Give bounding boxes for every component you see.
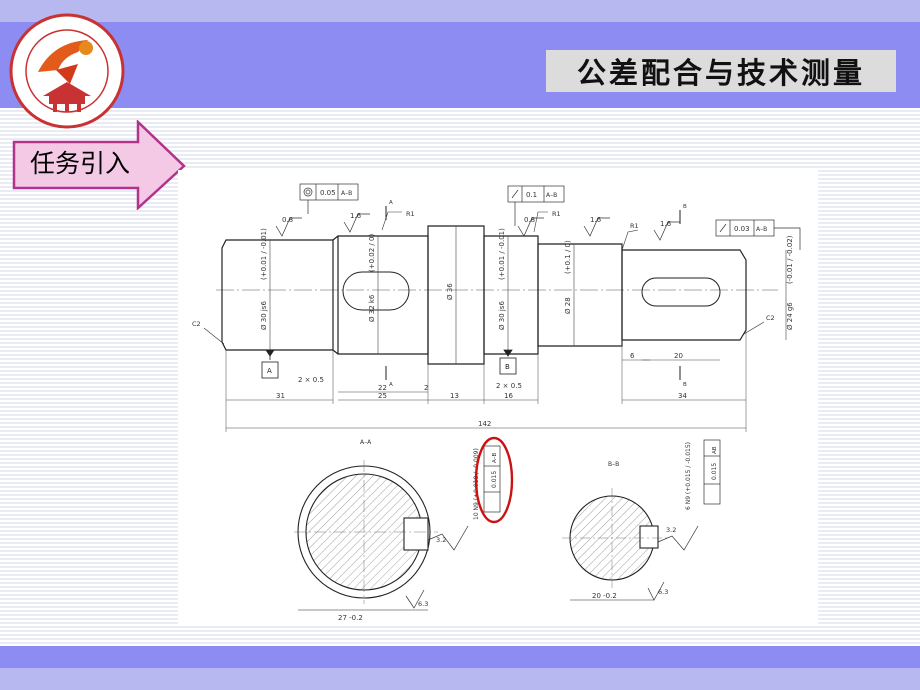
dim-tol-6: (-0.01 / -0.02)	[786, 235, 794, 284]
dim-len-34: 34	[678, 392, 687, 400]
radius-2: R1	[552, 210, 561, 218]
section-bb-width: 20 -0.2	[592, 592, 617, 600]
chamfer-2: C2	[766, 314, 775, 322]
dim-chamfer-2: 2 × 0.5	[496, 382, 522, 390]
frame-2-tol: 0.1	[526, 191, 537, 199]
roughness-symbols	[275, 213, 680, 241]
rough-3: 0.8	[524, 216, 535, 224]
dim-chamfer-1: 2 × 0.5	[298, 376, 324, 384]
frame-3-ref: A–B	[756, 226, 767, 233]
dim-diam-6: Ø 24 g6	[786, 302, 794, 330]
datum-a: A	[267, 367, 272, 375]
radius-3: R1	[630, 222, 639, 230]
tolerance-frame-2	[507, 185, 565, 226]
section-mark-b-top: B	[683, 204, 687, 210]
frame-4-tol: 0.015	[491, 471, 498, 488]
dim-tol-1: (+0.01 / -0.01)	[260, 228, 268, 280]
section-bb-title: B–B	[608, 461, 619, 468]
frame-1-tol: 0.05	[320, 189, 336, 197]
rough-5: 1.6	[660, 220, 672, 228]
shaft-outline	[221, 225, 747, 365]
frame-2-ref: A–B	[546, 192, 557, 199]
rough-4: 1.6	[590, 216, 602, 224]
top-band	[0, 0, 920, 22]
highlight-circle	[474, 436, 514, 524]
section-bb	[562, 488, 668, 601]
keyway-slots	[342, 271, 721, 311]
dim-len-13: 13	[450, 392, 459, 400]
datum-b: B	[505, 363, 510, 371]
rough-aa-1: 3.2	[436, 536, 446, 544]
section-aa	[294, 460, 438, 611]
section-mark-a-top: A	[389, 200, 393, 206]
dim-len-142: 142	[478, 420, 491, 428]
dim-len-22: 22	[378, 384, 387, 392]
frame-3-tol: 0.03	[734, 225, 750, 233]
rough-1: 0.8	[282, 216, 293, 224]
section-mark-a-bottom: A	[389, 382, 393, 388]
dim-tol-5: (+0.1 / 0)	[564, 240, 572, 274]
section-aa-title: A–A	[360, 439, 372, 446]
section-bb-key: 6 N9 (+0.015 / -0.015)	[685, 442, 692, 510]
tolerance-frame-4	[483, 445, 501, 513]
frame-1-ref: A–B	[341, 190, 352, 197]
tolerance-frame-1	[299, 183, 359, 214]
dim-len-6: 6	[630, 352, 635, 360]
frame-4-ref: A–B	[492, 452, 498, 463]
frame-5-tol: 0.015	[711, 463, 718, 480]
rough-aa-2: 6.3	[418, 600, 428, 608]
section-mark-b-bottom: B	[683, 382, 687, 388]
dim-len-16: 16	[504, 392, 513, 400]
rough-bb-1: 3.2	[666, 526, 676, 534]
dim-len-20: 20	[674, 352, 683, 360]
dim-diam-5: Ø 28	[564, 297, 572, 314]
footer-band	[0, 646, 920, 668]
dim-diam-1: Ø 30 js6	[260, 301, 268, 330]
dim-len-31: 31	[276, 392, 285, 400]
dim-diam-4: Ø 30 js6	[498, 301, 506, 330]
dim-tol-4: (+0.01 / -0.01)	[498, 228, 506, 280]
page-title: 公差配合与技术测量	[576, 56, 865, 90]
dim-diam-3: Ø 36	[446, 283, 454, 300]
title-box: 公差配合与技术测量	[546, 50, 896, 92]
radius-1: R1	[406, 210, 415, 218]
task-intro-label: 任务引入	[30, 149, 131, 178]
rough-2: 1.6	[350, 212, 362, 220]
college-logo	[9, 13, 125, 129]
footer-band-light	[0, 668, 920, 690]
task-arrow-shape	[12, 120, 186, 210]
section-aa-width: 27 -0.2	[338, 614, 363, 622]
rough-bb-2: 6.3	[658, 588, 668, 596]
dim-diam-2: Ø 32 k6	[368, 294, 376, 322]
tolerance-frame-3	[715, 219, 801, 250]
dim-len-2: 2	[424, 384, 428, 392]
dim-len-25: 25	[378, 392, 387, 400]
chamfer-1: C2	[192, 320, 201, 328]
shaft-drawing: Ø 30 js6 (+0.01 / -0.01) Ø 32 k6 (+0.02 …	[178, 170, 818, 624]
tolerance-frame-5	[703, 439, 721, 505]
dim-tol-2: (+0.02 / 0)	[368, 234, 376, 272]
frame-5-ref: AB	[712, 446, 718, 454]
